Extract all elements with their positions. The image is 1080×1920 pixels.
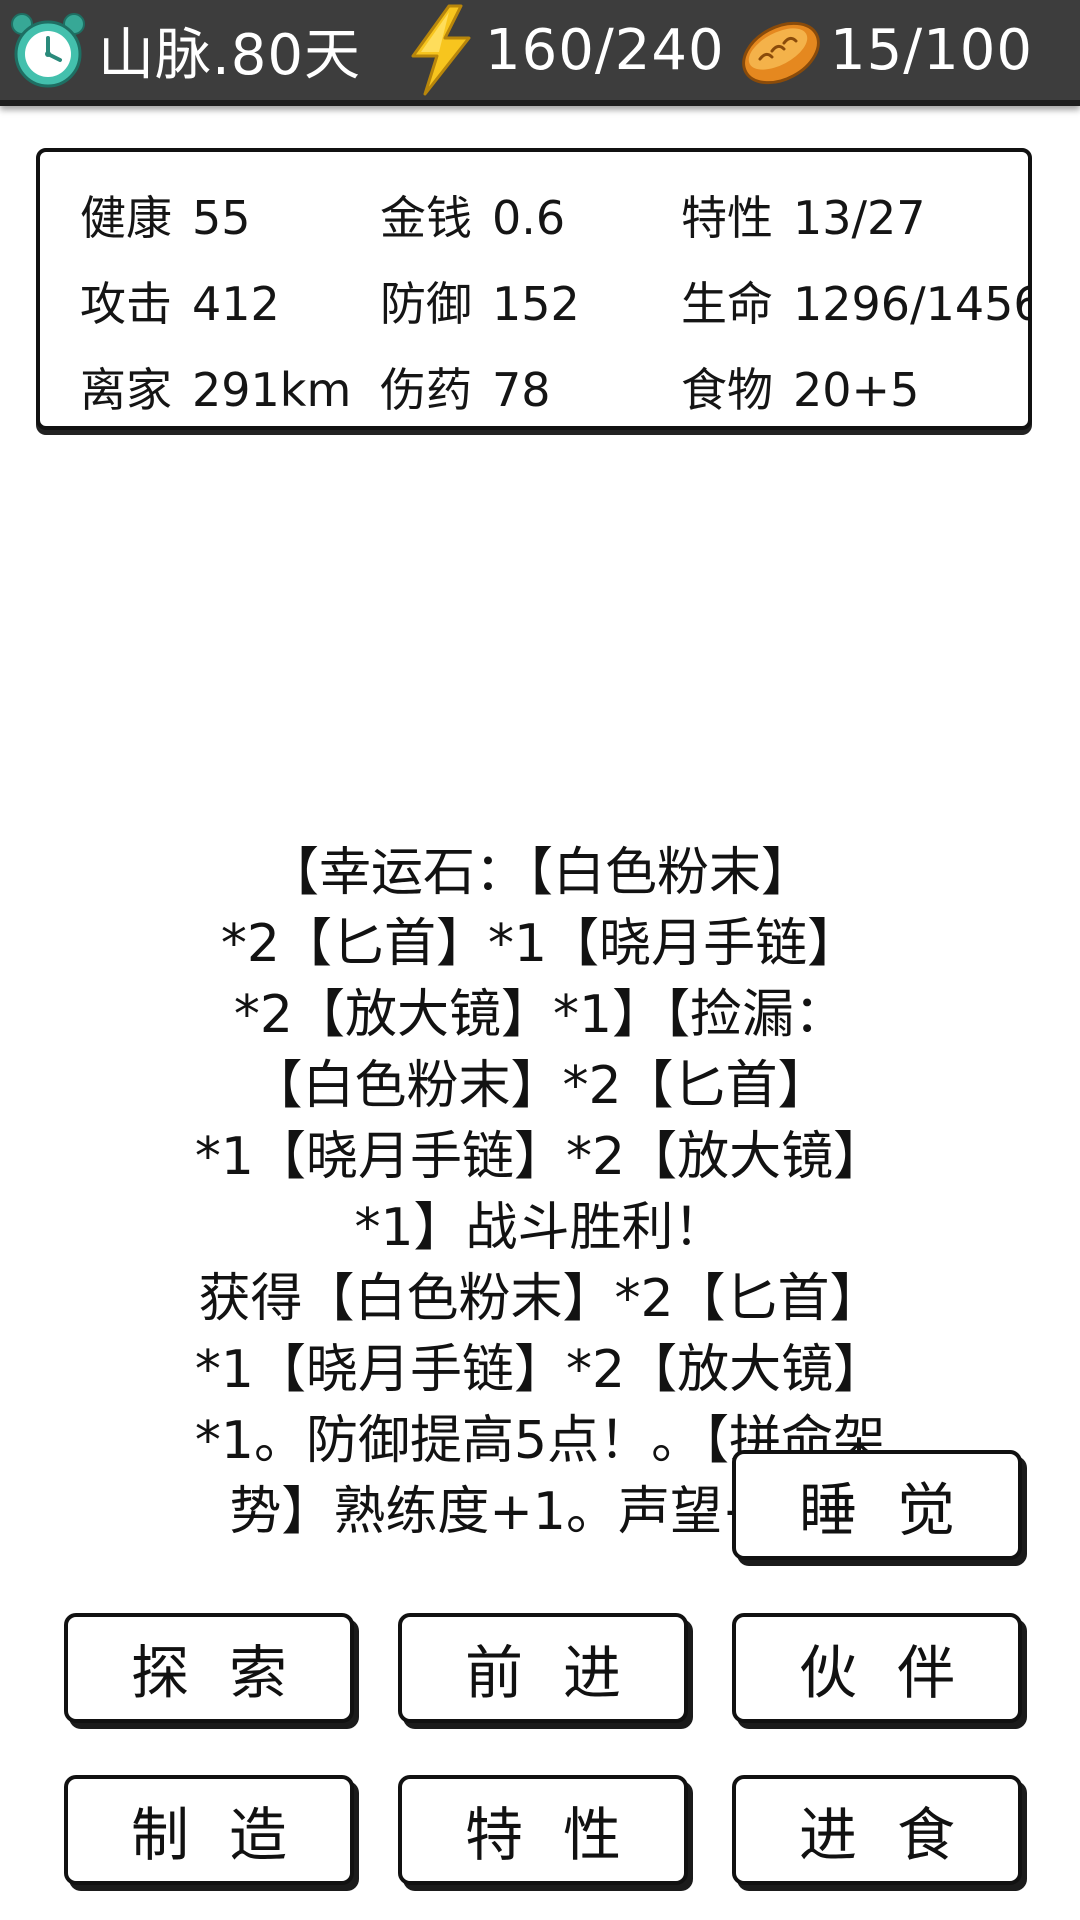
stats-panel: 健康 55 金钱 0.6 特性 13/27 攻击 412 防御 152 生命 1296/14… — [36, 148, 1032, 430]
stat-value: 0.6 — [492, 191, 566, 245]
message-line: 【幸运石：【白色粉末】 — [266, 843, 813, 903]
stat-label: 攻击 — [80, 277, 172, 331]
message-line: *1【晓月手链】*2【放大镜】 — [194, 1340, 886, 1400]
message-line: *2【放大镜】*1】【捡漏： — [233, 985, 847, 1045]
stat-value: 78 — [492, 363, 551, 417]
location-day-group: 山脉.80天 — [8, 0, 361, 100]
stat-value: 152 — [492, 277, 580, 331]
stat-label: 健康 — [80, 191, 172, 245]
partner-button[interactable]: 伙伴 — [732, 1613, 1022, 1723]
battle-message: 【幸运石：【白色粉末】 *2【匕首】*1【晓月手链】 *2【放大镜】*1】【捡漏… — [110, 838, 970, 1548]
stat-health: 健康 55 — [80, 182, 251, 248]
explore-button[interactable]: 探索 — [64, 1613, 354, 1723]
stat-label: 金钱 — [380, 191, 472, 245]
energy-value: 160/240 — [485, 17, 725, 83]
stat-label: 伤药 — [380, 363, 472, 417]
stat-value: 55 — [192, 191, 251, 245]
message-line: *1【晓月手链】*2【放大镜】 — [194, 1127, 886, 1187]
location-day-label: 山脉.80天 — [98, 22, 362, 88]
stat-attack: 攻击 412 — [80, 268, 280, 334]
lightning-bolt-icon — [411, 4, 471, 96]
status-bar: 山脉.80天 160/240 15/100 — [0, 0, 1080, 106]
stat-medicine: 伤药 78 — [380, 354, 551, 420]
stat-label: 特性 — [681, 191, 773, 245]
stat-value: 20+5 — [793, 363, 920, 417]
stat-defense: 防御 152 — [380, 268, 580, 334]
stat-label: 防御 — [380, 277, 472, 331]
stat-value: 291km — [192, 363, 352, 417]
message-line: *1】战斗胜利！ — [354, 1198, 726, 1258]
stat-label: 生命 — [681, 277, 773, 331]
energy-group: 160/240 — [405, 0, 725, 100]
stat-money: 金钱 0.6 — [380, 182, 565, 248]
traits-button[interactable]: 特性 — [398, 1775, 688, 1885]
stat-traits: 特性 13/27 — [681, 182, 926, 248]
food-group: 15/100 — [738, 0, 1033, 100]
craft-button[interactable]: 制造 — [64, 1775, 354, 1885]
stat-life: 生命 1296/1456 — [681, 268, 1032, 334]
bread-icon — [742, 21, 820, 85]
stat-label: 食物 — [681, 363, 773, 417]
eat-button[interactable]: 进食 — [732, 1775, 1022, 1885]
stat-value: 13/27 — [793, 191, 926, 245]
advance-button[interactable]: 前进 — [398, 1613, 688, 1723]
stat-distance: 离家 291km — [80, 354, 351, 420]
sleep-button[interactable]: 睡觉 — [732, 1450, 1022, 1560]
message-line: *2【匕首】*1【晓月手链】 — [220, 914, 860, 974]
stat-label: 离家 — [80, 363, 172, 417]
food-value: 15/100 — [830, 17, 1034, 83]
stat-value: 412 — [192, 277, 280, 331]
message-line: 【白色粉末】*2【匕首】 — [250, 1056, 830, 1116]
stat-value: 1296/1456 — [793, 277, 1032, 331]
stat-food: 食物 20+5 — [681, 354, 919, 420]
alarm-clock-icon — [11, 13, 85, 88]
message-line: 获得【白色粉末】*2【匕首】 — [198, 1269, 882, 1329]
